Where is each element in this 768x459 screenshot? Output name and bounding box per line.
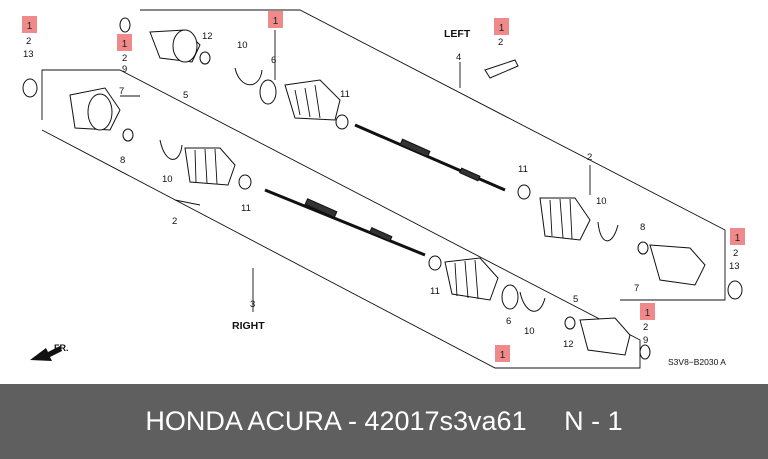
part-label: 8	[640, 222, 645, 233]
svg-text:1: 1	[499, 23, 505, 34]
part-label: 2	[643, 322, 648, 333]
badge: 1	[640, 303, 655, 320]
right-boot	[184, 147, 236, 186]
front-arrow-icon	[30, 346, 62, 361]
parts-diagram: 1 1 1 1 1 1 1 2 13 2 9 12 10 6 5 11 4 2 …	[22, 9, 745, 369]
part-label: 13	[23, 49, 34, 60]
right-assembly-frame	[41, 69, 641, 369]
part-label: 3	[250, 299, 255, 310]
part-label: 6	[506, 316, 511, 327]
badge: 1	[495, 345, 510, 362]
part-label: 10	[596, 196, 607, 207]
part-label: 11	[340, 89, 350, 100]
badge: 1	[730, 228, 745, 245]
footer-caption: HONDA ACURA - 42017s3va61 N - 1	[145, 406, 623, 436]
badge: 1	[494, 18, 509, 35]
leader-lines	[120, 30, 591, 312]
right-driveshaft	[264, 188, 426, 257]
part-label: 5	[183, 90, 188, 101]
part-label: 10	[237, 40, 248, 51]
part-label: 4	[456, 52, 461, 63]
right-outboard-joint	[69, 87, 121, 131]
part-label: 11	[430, 286, 440, 297]
left-outer-boot	[284, 79, 341, 121]
part-label: 12	[202, 31, 213, 42]
part-label: 6	[271, 55, 276, 66]
badge: 1	[22, 16, 37, 33]
svg-text:1: 1	[122, 39, 128, 50]
part-label: 2	[122, 53, 127, 64]
svg-text:1: 1	[273, 16, 279, 27]
badge: 1	[268, 11, 283, 28]
part-label: 10	[524, 326, 535, 337]
part-label: 13	[729, 261, 740, 272]
svg-text:1: 1	[27, 21, 33, 32]
part-label: 2	[587, 152, 592, 163]
front-direction-label: FR.	[54, 343, 69, 353]
part-label: 12	[563, 339, 574, 350]
figure-code: S3V8−B2030 A	[668, 357, 726, 367]
part-label: 2	[733, 248, 738, 259]
right-side-label: RIGHT	[232, 320, 265, 332]
footer-bar: HONDA ACURA - 42017s3va61 N - 1	[0, 384, 768, 459]
left-outboard-joint	[149, 29, 201, 63]
part-label: 8	[120, 155, 125, 166]
svg-text:1: 1	[735, 233, 741, 244]
part-label: 5	[573, 294, 578, 305]
clips-rings	[22, 17, 743, 360]
svg-text:1: 1	[645, 308, 651, 319]
badge: 1	[117, 34, 132, 51]
left-side-label: LEFT	[444, 28, 471, 40]
part-label: 2	[498, 37, 503, 48]
part-label: 10	[162, 174, 173, 185]
svg-text:1: 1	[500, 350, 506, 361]
part-label: 9	[643, 335, 648, 346]
part-label: 2	[26, 36, 31, 47]
part-label: 2	[172, 216, 177, 227]
part-label: 7	[119, 86, 124, 97]
part-label: 11	[518, 164, 528, 175]
part-label: 11	[241, 203, 251, 214]
left-driveshaft	[354, 123, 506, 192]
left-inboard-joint	[539, 197, 706, 286]
right-inboard-boot	[444, 257, 631, 356]
part-label: 7	[634, 283, 639, 294]
left-assembly-frame	[140, 9, 726, 301]
part-label: 9	[122, 64, 127, 75]
